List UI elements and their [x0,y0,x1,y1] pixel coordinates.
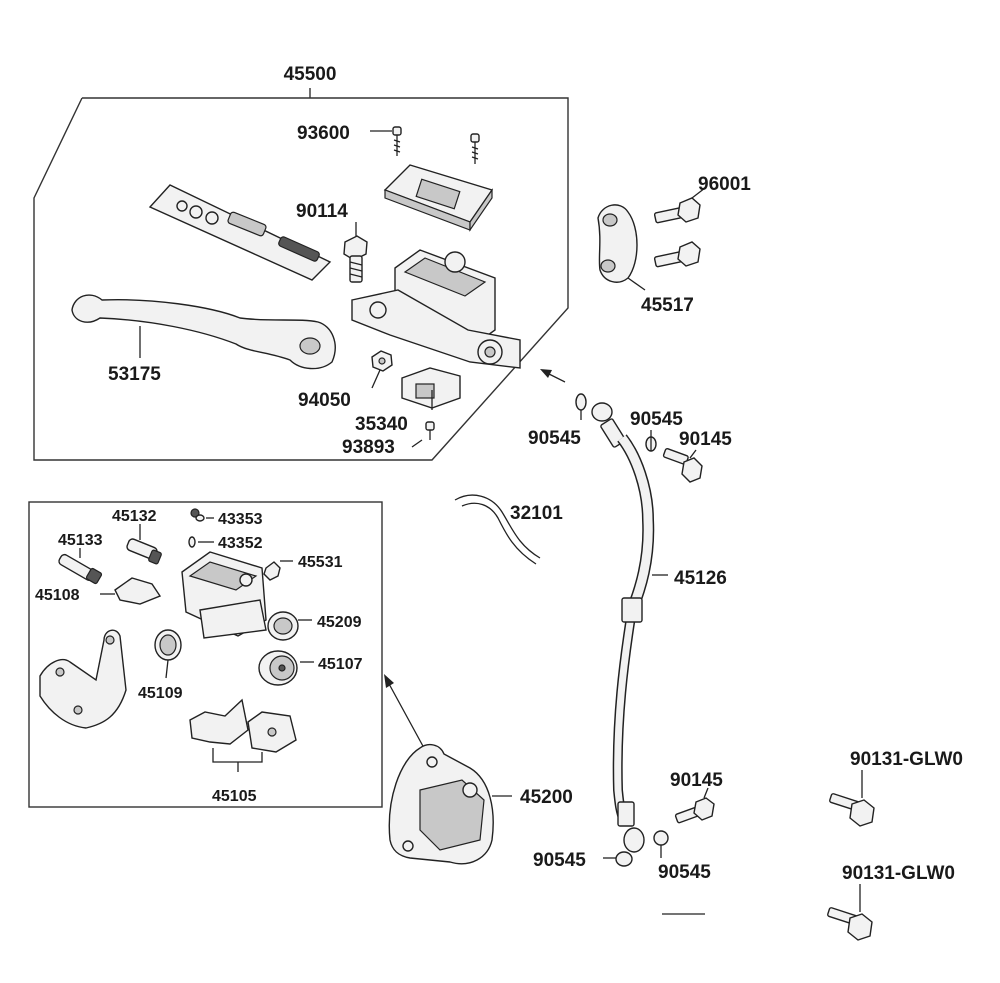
brake-lever-part [71,294,336,370]
nut-part-94050 [371,350,393,389]
pin-part-45132 [126,524,162,565]
bolt-part-90131-a [829,770,875,827]
label-43352: 43352 [218,535,263,552]
label-90145-a: 90145 [679,429,732,450]
spring-plate-part [100,577,162,605]
master-cylinder-box [33,88,569,461]
wire-clip-part [454,494,541,565]
label-45107: 45107 [318,656,363,673]
label-90545-c: 90545 [533,850,586,871]
caliper-box [28,501,383,808]
master-cylinder-part [351,249,521,369]
bleeder-part-43352 [188,536,214,548]
label-53175: 53175 [108,364,161,385]
brake-switch-part [401,367,461,410]
label-90114: 90114 [296,201,348,222]
bolt-part-90145-upper [662,448,703,483]
label-43353: 43353 [218,511,263,528]
label-90145-b: 90145 [670,770,723,791]
label-45126: 45126 [674,568,727,589]
label-90131-glw0-b: 90131-GLW0 [842,863,955,884]
label-45500: 45500 [284,64,337,85]
brake-hose-part [591,402,668,853]
label-45132: 45132 [112,508,157,525]
piston-kit-part [148,184,332,281]
pin-part-45133 [58,548,103,585]
label-45105: 45105 [212,788,257,805]
label-45517: 45517 [641,295,694,316]
caliper-housing-part [181,551,293,639]
label-90545-b: 90545 [630,409,683,430]
screw-part-93893 [411,421,435,448]
brake-pad-part [189,698,297,772]
bolt-part-90131-b [827,884,873,941]
bracket-part [39,629,127,729]
seal-part-45209 [267,611,312,641]
caliper-assembly-part [388,743,512,865]
washer-part-90545-lower [603,830,669,867]
label-45109: 45109 [138,685,183,702]
label-90545-d: 90545 [658,862,711,883]
screw-part-93600 [370,126,480,164]
reservoir-cap-part [383,164,494,232]
label-35340: 35340 [355,414,408,435]
label-93893: 93893 [342,437,395,458]
label-32101: 32101 [510,503,563,524]
label-45200: 45200 [520,787,573,808]
label-45531: 45531 [298,554,343,571]
bolt-part-90145-lower [674,787,715,824]
washer-part-90545-upper [575,393,657,452]
label-93600: 93600 [297,123,350,144]
label-94050: 94050 [298,390,351,411]
piston-part-45107 [258,650,314,686]
bleeder-part-43353 [190,508,214,522]
bolt-part-90114 [343,222,368,283]
seal-part-45109 [154,629,182,679]
clamp-part-45517 [597,204,646,291]
label-90131-glw0-a: 90131-GLW0 [850,749,963,770]
label-45209: 45209 [317,614,362,631]
label-45133: 45133 [58,532,103,549]
label-96001: 96001 [698,174,751,195]
arrow-icon [384,674,425,749]
bolt-part-96001 [653,187,706,268]
arrow-icon [540,369,566,383]
label-45108: 45108 [35,587,80,604]
label-90545-a: 90545 [528,428,581,449]
